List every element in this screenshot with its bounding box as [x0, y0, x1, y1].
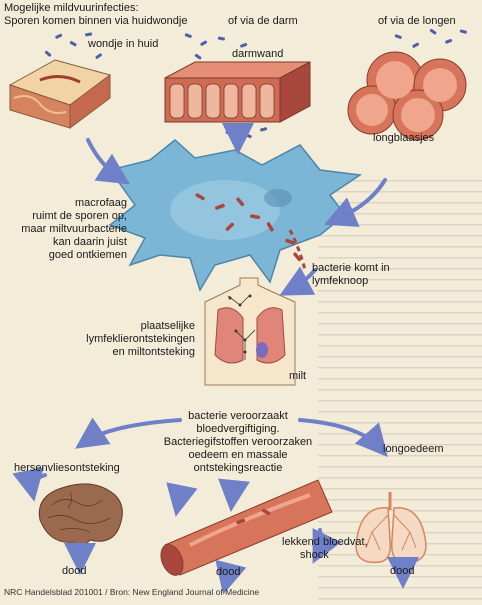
macrophage-line: macrofaag — [75, 197, 127, 209]
macrophage-illustration — [108, 139, 363, 292]
sepsis-line: oedeem en massale — [188, 449, 288, 461]
lungs-illustration — [355, 492, 427, 564]
header-line-1: Mogelijke mildvuurinfecties: — [4, 2, 139, 14]
inflammation-line: lymfeklierontstekingen — [86, 333, 195, 345]
vessel-line: shock — [300, 549, 329, 561]
spores — [44, 28, 467, 139]
macrophage-line: kan daarin juist — [53, 236, 127, 248]
label-alveoli: longblaasjes — [373, 132, 435, 144]
sepsis-line: Bacteriegifstoffen veroorzaken — [163, 436, 313, 448]
source-credit: NRC Handelsblad 201001 / Bron: New Engla… — [4, 587, 260, 597]
label-skin-wound: wondje in huid — [88, 38, 159, 50]
inflammation-line: en miltontsteking — [112, 346, 195, 358]
brain-illustration — [38, 483, 123, 551]
lymph-node-line: lymfeknoop — [312, 275, 369, 287]
header-line-2: Sporen komen binnen via huidwondje — [4, 15, 188, 27]
macrophage-line: ruimt de sporen op, — [32, 210, 127, 222]
alveoli-illustration — [347, 51, 467, 141]
sepsis-line: bloedvergiftiging. — [196, 423, 280, 435]
dashed-bacteria-path — [288, 229, 307, 271]
sepsis-line: ontstekingsreactie — [193, 462, 283, 474]
death-label-lungs: dood — [390, 565, 415, 577]
macrophage-line: maar miltvuurbacterie — [21, 223, 127, 235]
torso-illustration — [204, 277, 296, 386]
lymph-node-line: bacterie komt in — [312, 262, 390, 274]
flow-arrows — [12, 123, 419, 595]
sepsis-line: bacterie veroorzaakt — [188, 410, 288, 422]
label-intestinal-wall: darmwand — [232, 48, 284, 60]
label-meningitis: hersenvliesontsteking — [14, 462, 120, 474]
inflammation-line: plaatselijke — [140, 320, 195, 332]
label-spleen: milt — [289, 370, 307, 382]
route-intestine: of via de darm — [228, 15, 298, 27]
blood-vessel-illustration — [160, 479, 333, 576]
vessel-line: lekkend bloedvat, — [282, 536, 368, 548]
skin-wound-illustration — [8, 59, 112, 129]
label-lung-edema: longoedeem — [383, 443, 444, 455]
macrophage-line: goed ontkiemen — [48, 249, 127, 261]
intestinal-wall-illustration — [164, 61, 311, 123]
death-label-vessel: dood — [216, 566, 241, 578]
route-lungs: of via de longen — [378, 15, 456, 27]
death-label-brain: dood — [62, 565, 87, 577]
